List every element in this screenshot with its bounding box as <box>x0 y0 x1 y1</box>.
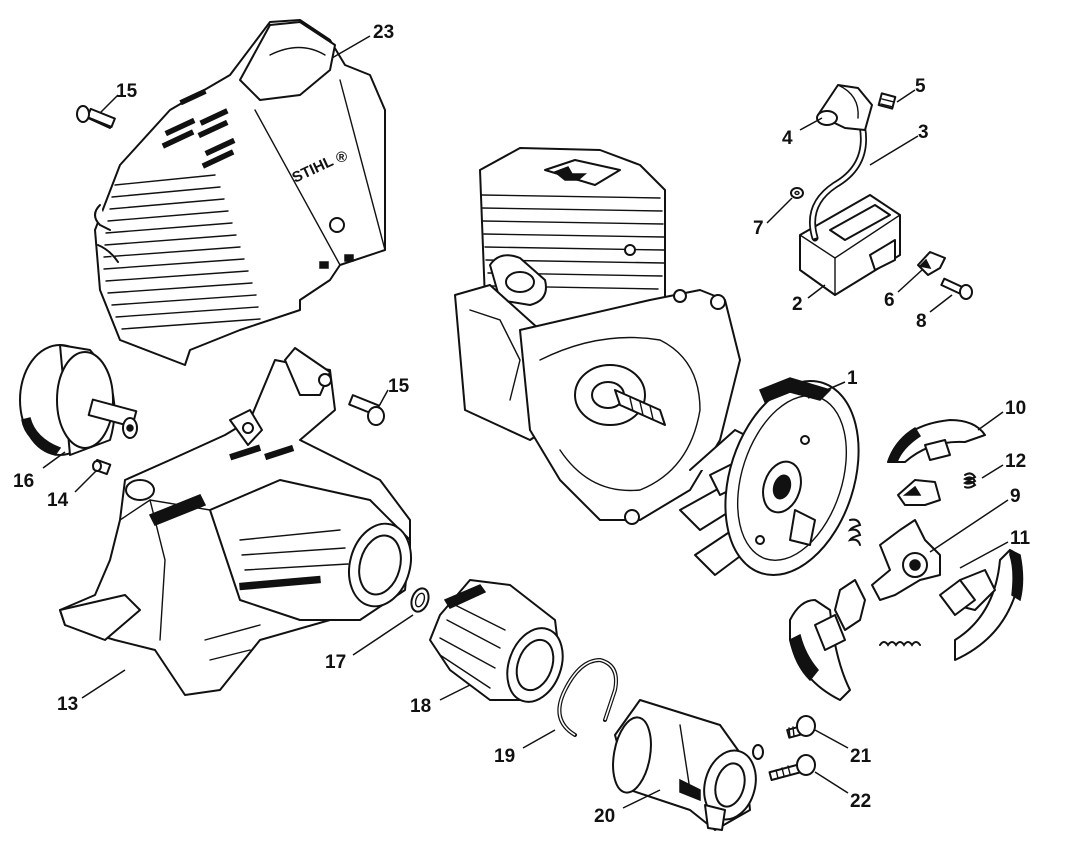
engine-cylinder-crankcase <box>454 147 741 525</box>
part-15-screw-top <box>76 105 116 129</box>
part-14-pin <box>92 458 112 476</box>
registered-mark: ® <box>336 149 347 166</box>
callout-23: 23 <box>373 22 394 43</box>
callout-2: 2 <box>792 294 803 315</box>
clutch-spring-bottom <box>879 641 921 647</box>
callout-17: 17 <box>325 652 346 673</box>
callout-7: 7 <box>753 218 764 239</box>
part-13-clutch-housing <box>59 347 412 696</box>
callout-15-top: 15 <box>116 81 138 102</box>
part-19-spring-clip <box>557 658 618 737</box>
callout-6: 6 <box>884 290 895 311</box>
callout-1: 1 <box>847 368 858 389</box>
leader-lines <box>42 35 1009 809</box>
part-21-screw <box>786 715 816 739</box>
callout-12: 12 <box>1005 451 1026 472</box>
callout-16: 16 <box>13 471 34 492</box>
callout-4: 4 <box>782 128 793 149</box>
part-23-shroud: STIHL ® <box>94 19 386 366</box>
callout-21: 21 <box>850 746 872 767</box>
part-15-screw-middle <box>348 394 385 426</box>
part-3-ignition-lead <box>809 121 867 242</box>
part-16-bearing-assembly <box>19 344 138 456</box>
callout-14: 14 <box>47 490 69 511</box>
callout-10: 10 <box>1005 398 1026 419</box>
part-2-ignition-module <box>799 194 901 296</box>
callout-20: 20 <box>594 806 615 827</box>
part-12-spring <box>963 472 977 489</box>
part-9-clutch-carrier <box>871 519 941 601</box>
callout-15-middle: 15 <box>388 376 410 397</box>
callout-3: 3 <box>918 122 929 143</box>
callout-8: 8 <box>916 311 927 332</box>
part-10-clutch-shoe <box>886 419 986 463</box>
callout-18: 18 <box>410 696 431 717</box>
shroud-vent-slots <box>161 88 236 169</box>
part-5-sleeve <box>877 92 897 110</box>
shroud-cooling-fins <box>103 174 261 330</box>
part-6-clip <box>917 251 946 276</box>
callout-19: 19 <box>494 746 515 767</box>
part-7-washer <box>790 187 804 199</box>
callout-numbers: 23 15 5 4 3 7 2 6 8 1 10 12 9 11 15 16 1… <box>13 22 1031 827</box>
callout-22: 22 <box>850 791 871 812</box>
part-20-coupling-tube <box>612 699 764 831</box>
part-18-clutch-drum <box>429 579 564 703</box>
callout-11: 11 <box>1010 528 1031 549</box>
part-8-screw <box>940 277 973 300</box>
part-11-clutch-shoe-set <box>939 548 1024 661</box>
clutch-spring-middle <box>847 518 862 546</box>
callout-9: 9 <box>1010 486 1021 507</box>
part-1-flywheel <box>679 377 860 577</box>
part-22-screw <box>768 754 816 782</box>
part-17-circlip <box>410 587 430 613</box>
callout-13: 13 <box>57 694 78 715</box>
callout-5: 5 <box>915 76 926 97</box>
clutch-shoe-small <box>897 479 941 506</box>
part-4-spark-plug-boot <box>816 84 873 131</box>
clutch-shoe-left <box>789 599 851 701</box>
clutch-block-left <box>834 579 866 631</box>
